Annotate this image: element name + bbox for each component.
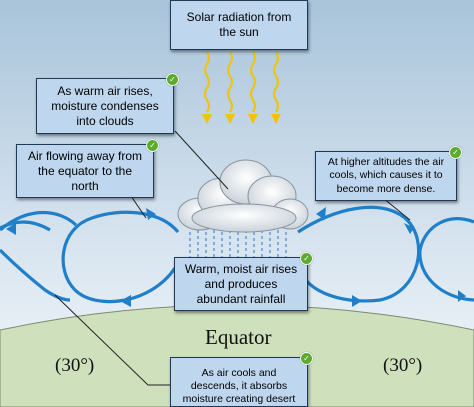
label-moisture-condenses-text: As warm air rises, moisture condenses in… — [51, 83, 159, 128]
check-icon: ✓ — [300, 352, 313, 365]
label-moisture-condenses: As warm air rises, moisture condenses in… — [36, 73, 179, 134]
leader-lines — [54, 130, 411, 386]
latitude-right-label: (30°) — [383, 355, 423, 376]
label-air-flowing-away: Air flowing away from the equator to the… — [16, 139, 159, 198]
check-icon: ✓ — [449, 146, 462, 159]
label-warm-air-rises-text: Warm, moist air rises and produces abund… — [184, 261, 298, 306]
sun-ray-heads — [202, 114, 281, 124]
label-air-descends: As air cools and descends, it absorbs mo… — [170, 352, 313, 407]
right-loop — [296, 205, 421, 303]
cloud — [177, 159, 309, 233]
label-solar-radiation-text: Solar radiation from the sun — [186, 10, 292, 39]
label-higher-altitudes-text: At higher altitudes the air cools, which… — [327, 156, 445, 195]
sun-ray-3 — [250, 51, 256, 113]
check-icon: ✓ — [166, 73, 179, 86]
check-icon: ✓ — [146, 139, 159, 152]
left-loop-return — [0, 248, 71, 302]
sun-ray-4 — [273, 51, 279, 113]
sun-ray-1 — [204, 51, 210, 113]
loop-arrowheads — [6, 207, 466, 307]
sun-rays — [204, 51, 279, 113]
left-flow-in — [0, 210, 78, 232]
far-right-loop — [418, 217, 474, 302]
equator-label: Equator — [205, 325, 272, 349]
sun-ray-2 — [227, 51, 233, 113]
label-warm-air-rises: Warm, moist air rises and produces abund… — [174, 252, 313, 311]
label-air-descends-text: As air cools and descends, it absorbs mo… — [182, 367, 296, 407]
label-higher-altitudes: At higher altitudes the air cools, which… — [315, 146, 462, 201]
label-solar-radiation: Solar radiation from the sun — [170, 0, 308, 50]
check-icon: ✓ — [300, 252, 313, 265]
label-air-flowing-away-text: Air flowing away from the equator to the… — [27, 148, 143, 193]
latitude-left-label: (30°) — [55, 355, 95, 376]
